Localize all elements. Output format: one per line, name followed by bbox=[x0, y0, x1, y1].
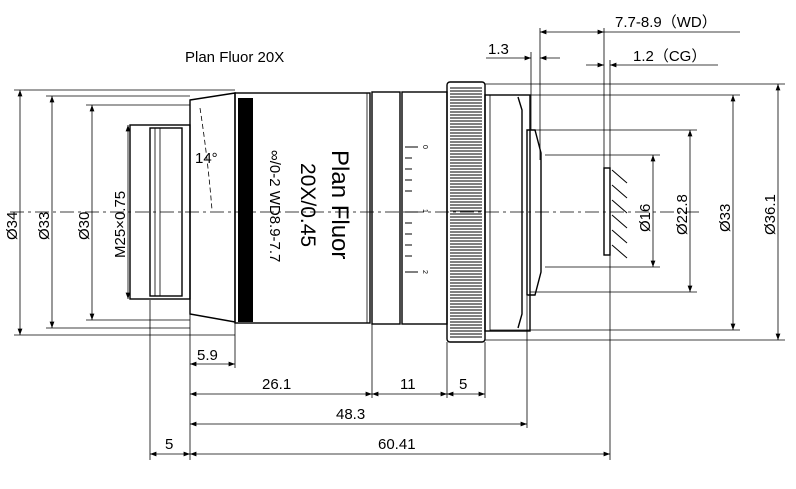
dim-11: 11 bbox=[400, 376, 416, 393]
drawing-title: Plan Fluor 20X bbox=[185, 49, 284, 66]
dim-d33-right: Ø33 bbox=[717, 204, 734, 232]
dim-5-left: 5 bbox=[165, 436, 173, 453]
dim-48-3: 48.3 bbox=[336, 406, 365, 423]
dim-26-1: 26.1 bbox=[262, 376, 291, 393]
dim-d34: Ø34 bbox=[4, 212, 21, 240]
dim-d22-8: Ø22.8 bbox=[674, 194, 691, 235]
dim-1-3: 1.3 bbox=[488, 41, 509, 58]
barrel-text-line1: Plan Fluor bbox=[326, 150, 353, 259]
barrel-text-line3: ∞/0-2 WD8.9-7.7 bbox=[266, 150, 283, 262]
scale-label-1: 1 bbox=[421, 209, 428, 213]
dim-cover-glass: 1.2（CG） bbox=[633, 48, 706, 65]
lens-body bbox=[129, 81, 628, 343]
angle-label: 14° bbox=[195, 150, 218, 167]
dim-d30: Ø30 bbox=[76, 212, 93, 240]
dim-d16: Ø16 bbox=[637, 204, 654, 232]
barrel-marking: Plan Fluor 20X/0.45 ∞/0-2 WD8.9-7.7 bbox=[266, 150, 353, 262]
scale-label-0: 0 bbox=[421, 145, 428, 149]
dim-thread: M25×0.75 bbox=[112, 191, 129, 258]
dim-5-9: 5.9 bbox=[197, 347, 218, 364]
dim-60-41: 60.41 bbox=[378, 436, 416, 453]
dim-5-right: 5 bbox=[459, 376, 467, 393]
dim-d36-1: Ø36.1 bbox=[762, 194, 779, 235]
barrel-text-line2: 20X/0.45 bbox=[296, 163, 319, 247]
dim-working-distance: 7.7-8.9（WD） bbox=[615, 14, 717, 31]
dim-d33-left: Ø33 bbox=[36, 212, 53, 240]
scale-label-2: 2 bbox=[421, 270, 428, 274]
